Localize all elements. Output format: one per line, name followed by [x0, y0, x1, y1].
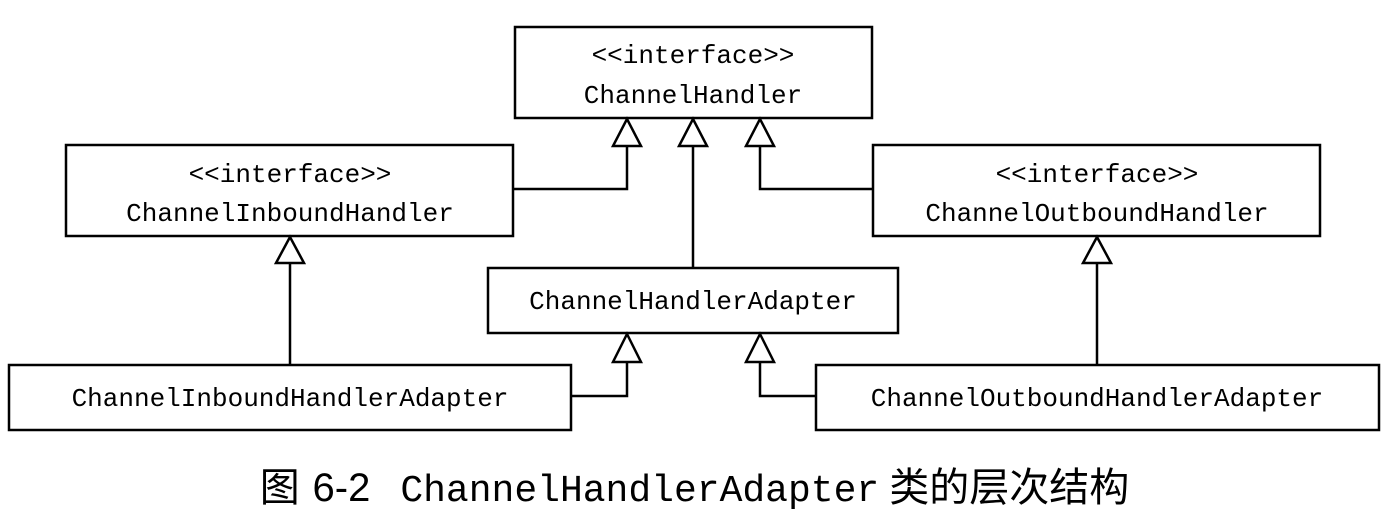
arrowhead-inbound-adapter-to-inbound	[273, 234, 307, 265]
caption-number: 6-2	[312, 466, 371, 510]
arrowhead-outbound-adapter-to-outbound	[1080, 234, 1114, 265]
arrowhead-inbound-to-handler	[610, 116, 644, 148]
arrowhead-inbound-adapter-to-adapter	[610, 331, 644, 364]
edge-inbound-adapter-to-adapter	[571, 362, 629, 398]
diagram-canvas: <<interface>> ChannelHandler <<interface…	[7, 25, 1381, 432]
edge-inbound-to-handler	[513, 146, 629, 191]
arrowhead-adapter-to-handler	[676, 116, 710, 148]
figure-caption: 图 6-2 ChannelHandlerAdapter 类的层次结构	[0, 455, 1389, 513]
stereotype-channel-outbound-handler: <<interface>>	[996, 160, 1199, 190]
name-channel-outbound-handler-adapter: ChannelOutboundHandlerAdapter	[871, 384, 1323, 414]
arrowhead-outbound-to-handler	[743, 116, 777, 148]
name-channel-inbound-handler: ChannelInboundHandler	[126, 199, 454, 229]
name-channel-outbound-handler: ChannelOutboundHandler	[925, 199, 1268, 229]
edge-outbound-adapter-to-adapter	[758, 362, 816, 398]
caption-code: ChannelHandlerAdapter	[400, 470, 880, 513]
name-channel-inbound-handler-adapter: ChannelInboundHandlerAdapter	[72, 384, 509, 414]
caption-suffix: 类的层次结构	[889, 465, 1130, 511]
stereotype-channel-handler: <<interface>>	[592, 41, 795, 71]
edge-outbound-to-handler	[758, 146, 873, 191]
arrowhead-outbound-adapter-to-adapter	[743, 331, 777, 364]
name-channel-handler-adapter: ChannelHandlerAdapter	[529, 287, 857, 317]
stereotype-channel-inbound-handler: <<interface>>	[189, 160, 392, 190]
caption-prefix: 图	[259, 465, 313, 511]
name-channel-handler: ChannelHandler	[584, 81, 802, 111]
